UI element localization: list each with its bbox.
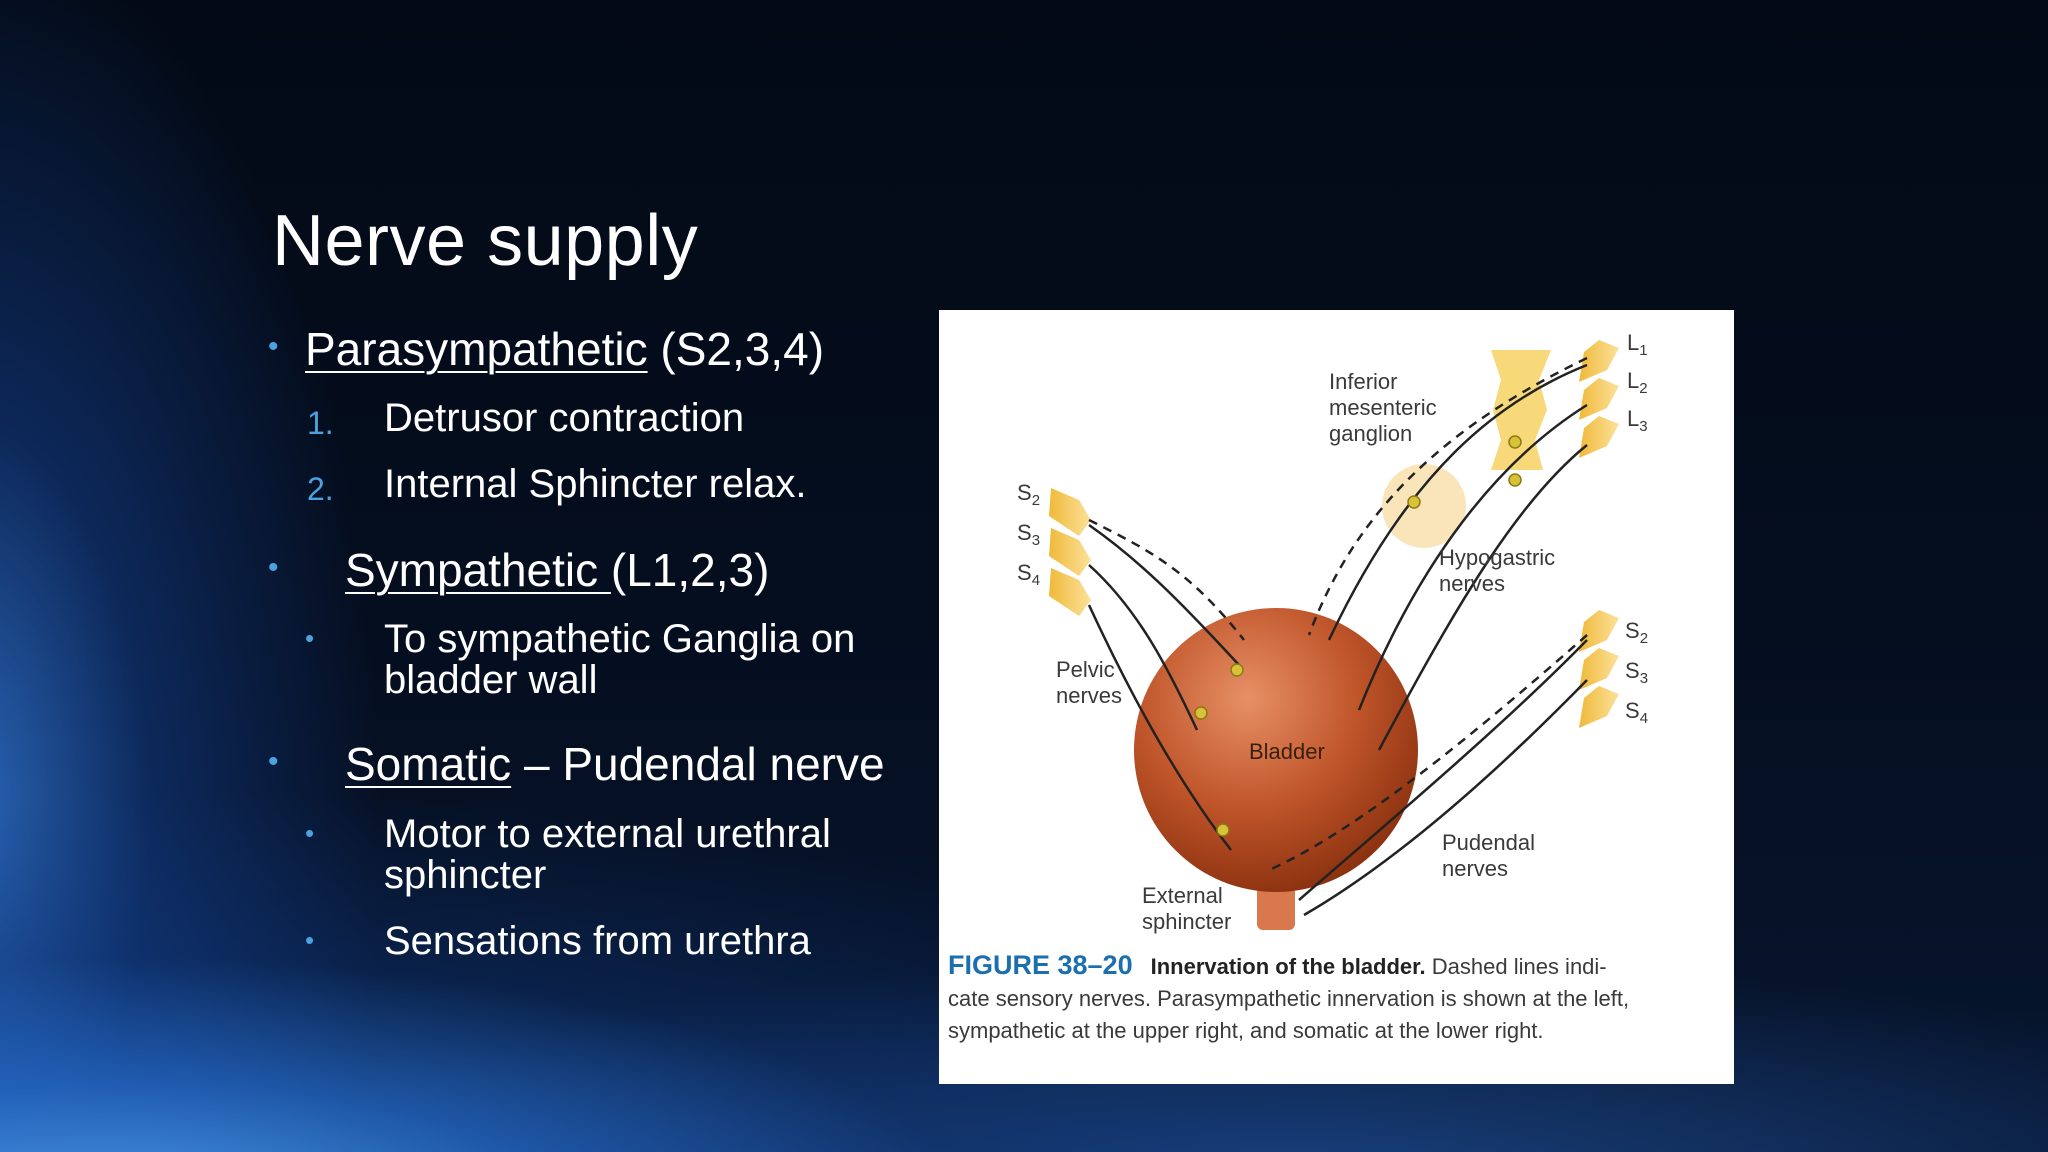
sensory-nerve bbox=[1307, 356, 1588, 636]
sub-item: bladder wall bbox=[384, 658, 598, 702]
hypogastric-nerve bbox=[1377, 444, 1588, 751]
bladder-innervation-figure: L1 L2 L3 S2 S3 S4 S2 S3 S4 Inferior mese… bbox=[939, 310, 1734, 1084]
ganglion bbox=[1508, 435, 1522, 449]
nerve-root-s4-right bbox=[1579, 686, 1619, 728]
bullet-dot: • bbox=[268, 745, 279, 778]
label-s4-left: S4 bbox=[1017, 560, 1040, 589]
nerve-root-s4-left bbox=[1049, 568, 1091, 616]
nerve-fibres bbox=[1087, 363, 1588, 917]
nerve-root-l1 bbox=[1579, 340, 1619, 382]
list-number: 1. bbox=[307, 405, 334, 441]
sensory-nerve bbox=[1088, 518, 1245, 641]
bullet-parasympathetic: Parasympathetic (S2,3,4) bbox=[305, 322, 824, 376]
lumbar-roots bbox=[1579, 340, 1619, 458]
nerve-root-l2 bbox=[1579, 378, 1619, 420]
sub-item: Internal Sphincter relax. bbox=[384, 462, 807, 506]
label-inferior-mesenteric-ganglion: Inferior mesenteric ganglion bbox=[1329, 369, 1443, 446]
ganglion bbox=[1230, 663, 1244, 677]
sensory-nerve bbox=[1268, 634, 1588, 872]
label-s2-right: S2 bbox=[1625, 618, 1648, 647]
label-l2: L2 bbox=[1627, 368, 1648, 397]
label-s3-right: S3 bbox=[1625, 658, 1648, 687]
sub-item: Motor to external urethral bbox=[384, 812, 831, 856]
ganglion bbox=[1216, 823, 1230, 837]
sacral-roots-right bbox=[1579, 610, 1619, 728]
nerve-root-s2-left bbox=[1049, 488, 1091, 536]
label-pelvic-nerves: Pelvic nerves bbox=[1056, 657, 1122, 708]
bullet-suffix: (S2,3,4) bbox=[647, 323, 825, 375]
nerve-root-l3 bbox=[1579, 416, 1619, 458]
ganglia bbox=[1194, 435, 1522, 837]
slide-title: Nerve supply bbox=[272, 201, 699, 281]
nerve-root-s3-right bbox=[1579, 648, 1619, 690]
bullet-heading: Sympathetic bbox=[345, 544, 611, 596]
bullet-heading: Somatic bbox=[345, 738, 512, 790]
figure-caption-line-3: sympathetic at the upper right, and soma… bbox=[948, 1018, 1544, 1043]
sub-bullet-dot: • bbox=[305, 925, 315, 955]
bullet-dot: • bbox=[268, 551, 279, 584]
pelvic-nerve bbox=[1088, 523, 1240, 666]
sub-item: Sensations from urethra bbox=[384, 919, 811, 963]
ganglion bbox=[1194, 706, 1208, 720]
list-number: 2. bbox=[307, 471, 334, 507]
figure-diagram: L1 L2 L3 S2 S3 S4 S2 S3 S4 Inferior mese… bbox=[1017, 330, 1648, 934]
bullet-sympathetic: Sympathetic (L1,2,3) bbox=[345, 543, 769, 597]
label-s2-left: S2 bbox=[1017, 480, 1040, 509]
sub-item: sphincter bbox=[384, 853, 547, 897]
sympathetic-chain bbox=[1491, 350, 1551, 470]
bladder bbox=[1134, 608, 1418, 892]
bullet-dot: • bbox=[268, 330, 279, 363]
figure-caption-line-2: cate sensory nerves. Parasympathetic inn… bbox=[948, 986, 1630, 1011]
label-external-sphincter: External sphincter bbox=[1142, 883, 1231, 934]
bullet-suffix: (L1,2,3) bbox=[610, 544, 770, 596]
pudendal-nerve bbox=[1303, 679, 1588, 917]
figure-caption-text: Dashed lines indi- bbox=[1425, 954, 1607, 979]
ganglion bbox=[1407, 495, 1421, 509]
pelvic-nerve bbox=[1088, 564, 1199, 731]
label-l3: L3 bbox=[1627, 406, 1648, 435]
label-hypogastric-nerves: Hypogastric nerves bbox=[1439, 545, 1561, 596]
sacral-roots-left bbox=[1049, 488, 1091, 616]
sensory-nerves-dashed bbox=[1088, 356, 1588, 872]
pudendal-nerve bbox=[1298, 639, 1588, 901]
label-bladder: Bladder bbox=[1249, 739, 1325, 764]
label-s4-right: S4 bbox=[1625, 698, 1648, 727]
ganglion bbox=[1508, 473, 1522, 487]
sub-item: Detrusor contraction bbox=[384, 396, 745, 440]
figure-caption-title: Innervation of the bladder. bbox=[1150, 954, 1426, 979]
sub-bullet-dot: • bbox=[305, 623, 315, 653]
nerve-root-s2-right bbox=[1579, 610, 1619, 652]
hypogastric-nerve bbox=[1357, 403, 1588, 711]
nerve-root-s3-left bbox=[1049, 528, 1091, 576]
bullet-somatic: Somatic – Pudendal nerve bbox=[345, 737, 885, 791]
figure-number: FIGURE 38–20 bbox=[948, 950, 1133, 980]
bullet-heading: Parasympathetic bbox=[305, 323, 648, 375]
label-pudendal-nerves: Pudendal nerves bbox=[1442, 830, 1541, 881]
sub-bullet-dot: • bbox=[305, 818, 315, 848]
hypogastric-nerve bbox=[1327, 363, 1588, 641]
pelvic-nerve bbox=[1087, 604, 1232, 851]
bullet-suffix: – Pudendal nerve bbox=[511, 738, 885, 790]
label-l1: L1 bbox=[1627, 330, 1648, 359]
sub-item: To sympathetic Ganglia on bbox=[384, 617, 856, 661]
label-s3-left: S3 bbox=[1017, 520, 1040, 549]
